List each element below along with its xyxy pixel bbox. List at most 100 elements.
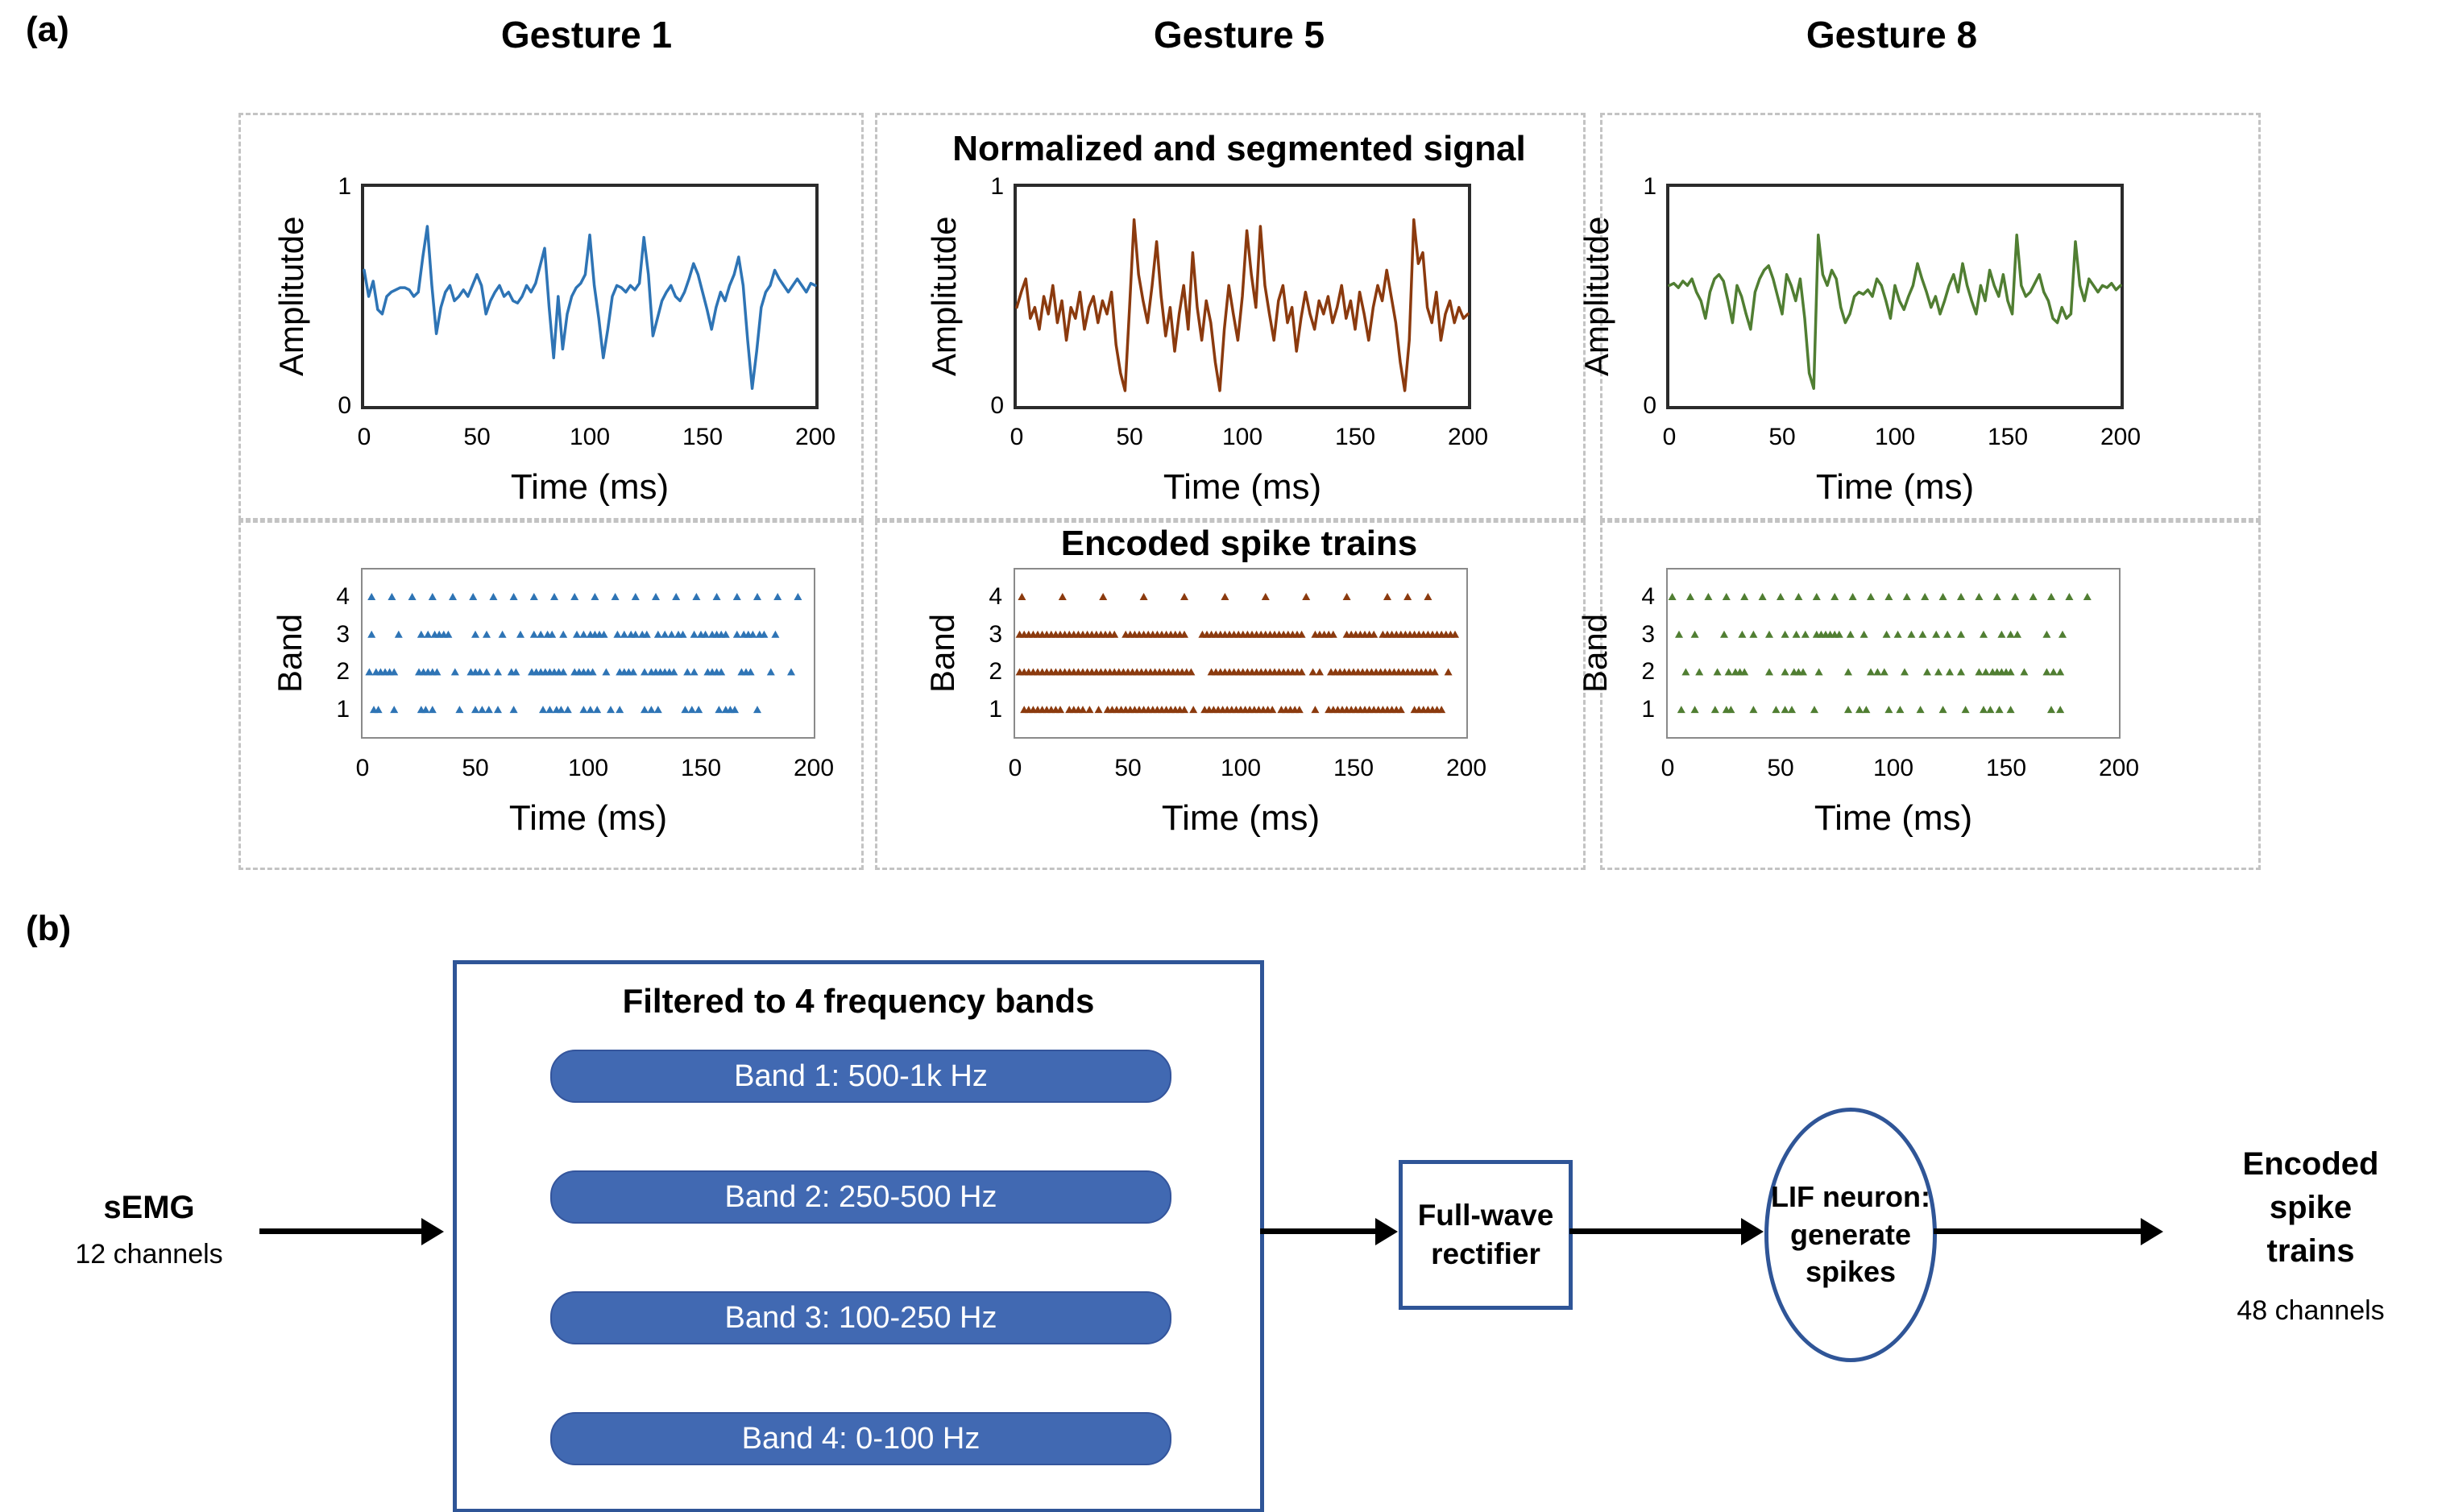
gesture8-spikes-spike-marker — [2029, 593, 2038, 600]
gesture1-spikes-spike-marker — [732, 630, 741, 638]
gesture5-spikes-spike-marker — [1180, 630, 1188, 638]
output-line2: spike — [2269, 1190, 2353, 1225]
x-axis-label: Time (ms) — [1163, 467, 1322, 507]
gesture8-spikes-spike-marker — [1867, 668, 1875, 676]
band-tick-2: 2 — [1641, 658, 1655, 686]
gesture1-spikes-spike-marker — [509, 593, 518, 600]
xtick-200: 200 — [2100, 424, 2141, 450]
gesture1-spikes-spike-marker — [579, 706, 588, 714]
gesture5-spikes-spike-marker — [1302, 593, 1311, 600]
gesture5-spikes-spike-marker — [1403, 593, 1412, 600]
panel-a-label: (a) — [26, 10, 69, 49]
gesture8-spikes-spike-marker — [1859, 630, 1868, 638]
gesture5-spikes-spike-marker — [1094, 706, 1103, 714]
gesture8-spikes-spike-marker — [1846, 630, 1855, 638]
band-tick-1: 1 — [336, 696, 350, 723]
band1-pill: Band 1: 500-1k Hz — [550, 1050, 1171, 1103]
gesture5-spikes-spike-marker — [1316, 668, 1324, 676]
gesture8-spikes-spike-marker — [1932, 630, 1941, 638]
gesture1-spikes-spike-marker — [512, 668, 520, 676]
gesture1-spikes-spike-marker — [475, 668, 484, 676]
gesture8-spikes-spike-marker — [1710, 706, 1719, 714]
gesture1-spikes-spike-marker — [593, 706, 602, 714]
gesture8-spikes-spike-marker — [1893, 630, 1902, 638]
band-tick-1: 1 — [989, 696, 1002, 723]
gesture1-spikes-spike-marker — [529, 630, 538, 638]
gesture8-spikes-spike-marker — [2006, 668, 2015, 676]
ytick-0: 0 — [1643, 392, 1656, 419]
gesture5-signal-waveform — [1015, 218, 1470, 392]
band2-pill: Band 2: 250-500 Hz — [550, 1170, 1171, 1224]
xtick-150: 150 — [1985, 755, 2027, 781]
gesture5-spikes-spike-marker — [1056, 706, 1064, 714]
gesture1-spikes-spike-marker — [732, 593, 741, 600]
gesture1-spikes-spike-marker — [647, 706, 656, 714]
gesture5-signal-plot-area — [1015, 218, 1470, 392]
band-tick-4: 4 — [336, 583, 350, 610]
gesture1-spikes-spike-marker — [760, 630, 769, 638]
dashed-box-signals-col2 — [875, 113, 1586, 520]
gesture1-spikes-spike-marker — [408, 593, 417, 600]
gesture8-spikes-spike-marker — [1997, 630, 2006, 638]
gesture1-spikes-spike-marker — [537, 630, 545, 638]
gesture8-spikes-spike-marker — [1722, 593, 1731, 600]
gesture1-spikes-spike-marker — [588, 668, 597, 676]
gesture8-spikes-spike-marker — [2020, 668, 2029, 676]
gesture1-spikes-spike-marker — [641, 668, 649, 676]
gesture5-spikes-spike-marker — [1297, 668, 1306, 676]
gesture1-spikes-spike-marker — [390, 668, 399, 676]
gesture1-spikes-spike-marker — [602, 668, 611, 676]
gesture1-spikes-spike-marker — [787, 668, 795, 676]
xtick-0: 0 — [355, 755, 370, 781]
gesture1-spikes-spike-marker — [484, 706, 493, 714]
gesture8-spikes-spike-marker — [1740, 668, 1749, 676]
gesture8-spikes-spike-marker — [1943, 630, 1952, 638]
xtick-50: 50 — [1114, 755, 1142, 781]
gesture5-spikes-spike-marker — [1295, 706, 1304, 714]
gesture1-spikes-spike-marker — [559, 630, 568, 638]
gesture8-spikes-spike-marker — [1720, 630, 1728, 638]
gesture5-spikes-spike-marker — [1329, 630, 1337, 638]
xtick-100: 100 — [1872, 755, 1914, 781]
gesture5-spikes-spike-marker — [1311, 706, 1320, 714]
xtick-200: 200 — [793, 755, 835, 781]
x-axis-label: Time (ms) — [1161, 798, 1321, 838]
gesture5-spikes-spike-marker — [1261, 593, 1270, 600]
gesture1-spikes-spike-marker — [690, 630, 699, 638]
gesture5-spikes-spike-marker — [1099, 593, 1108, 600]
gesture8-spikes-spike-marker — [1923, 668, 1931, 676]
gesture1-spikes-spike-marker — [471, 706, 479, 714]
column-title-gesture-1: Gesture 1 — [500, 14, 673, 56]
gesture8-spikes-spike-marker — [1713, 668, 1722, 676]
y-axis-label: Amplitutde — [272, 216, 310, 377]
gesture1-spikes-spike-marker — [721, 630, 730, 638]
gesture1-spikes-spike-marker — [616, 706, 624, 714]
gesture8-spikes-spike-marker — [1975, 593, 1984, 600]
band-tick-4: 4 — [989, 583, 1002, 610]
gesture1-spikes-spike-marker — [365, 668, 374, 676]
gesture8-spikes-spike-marker — [2047, 706, 2055, 714]
gesture8-spikes-spike-marker — [1758, 593, 1767, 600]
gesture8-spikes-spike-marker — [1980, 630, 1988, 638]
gesture8-spikes-spike-marker — [1934, 668, 1942, 676]
gesture8-spikes-spike-marker — [2011, 593, 2020, 600]
gesture1-spikes-spike-marker — [607, 706, 615, 714]
gesture8-spikes-spike-marker — [1992, 593, 2001, 600]
x-axis-label: Time (ms) — [1815, 467, 1975, 507]
gesture8-spikes-spike-marker — [1727, 706, 1735, 714]
gesture8-spikes-spike-marker — [1799, 668, 1807, 676]
gesture1-spikes-spike-marker — [450, 668, 459, 676]
xtick-0: 0 — [1660, 755, 1675, 781]
gesture8-spikes-spike-marker — [1690, 706, 1699, 714]
gesture8-spikes-spike-marker — [1794, 593, 1803, 600]
gesture8-spikes-spike-marker — [1724, 668, 1733, 676]
gesture8-spikes-spike-marker — [1916, 706, 1925, 714]
gesture5-spikes-spike-marker — [1085, 706, 1094, 714]
gesture1-spikes-spike-marker — [570, 593, 579, 600]
gesture8-spikes-spike-marker — [1812, 593, 1821, 600]
gesture8-spikes-spike-marker — [1835, 630, 1843, 638]
dashed-box-spikes-col2 — [875, 520, 1586, 870]
gesture8-spikes-spike-marker — [1981, 668, 1990, 676]
x-axis-label: Time (ms) — [510, 467, 670, 507]
gesture1-spikes-spike-marker — [794, 593, 802, 600]
